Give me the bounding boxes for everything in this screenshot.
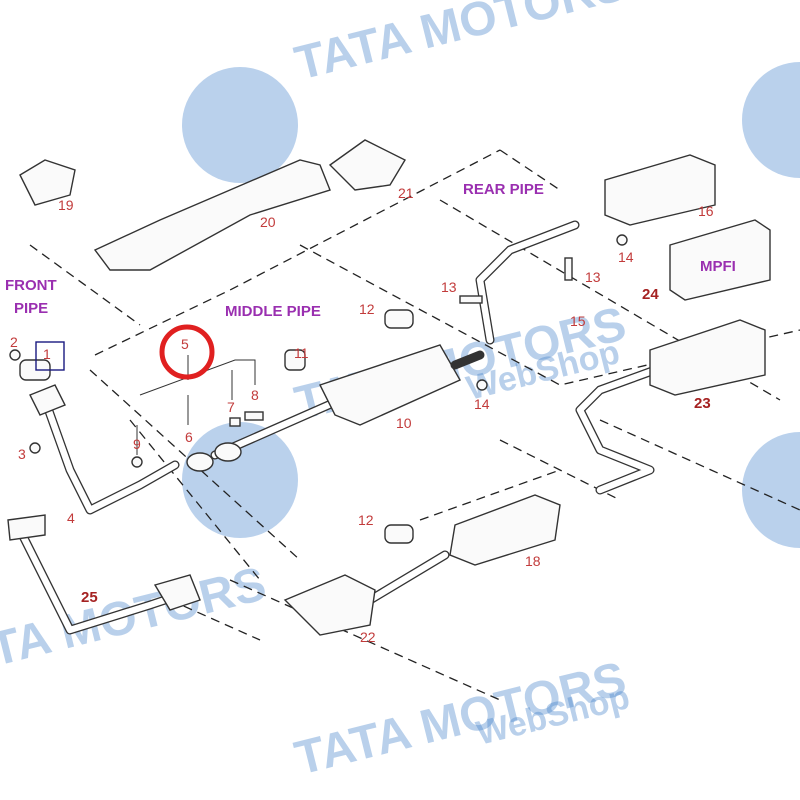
part-label: 12	[359, 301, 375, 317]
part-label: 15	[570, 313, 586, 329]
converter-22	[283, 550, 450, 636]
spring-7	[229, 417, 241, 427]
watermark-brand: TATA MOTORS	[290, 0, 631, 91]
tata-logo-icon	[182, 67, 298, 183]
hanger-11	[284, 349, 306, 371]
part-label: 25	[81, 589, 98, 606]
label-front-pipe: PIPE	[14, 300, 48, 317]
part-label: 18	[525, 553, 541, 569]
gasket-12	[384, 309, 414, 329]
part-label: 6	[185, 429, 193, 445]
rear-pipe-23	[575, 319, 766, 495]
tata-logo-icon	[182, 422, 298, 538]
highlight-box	[35, 341, 65, 371]
part-label: 23	[694, 395, 711, 412]
part-label: 2	[10, 334, 18, 350]
muffler-24	[669, 219, 771, 301]
part-label: 24	[642, 286, 659, 303]
nut-3	[29, 442, 41, 454]
part-label: 1	[43, 346, 51, 362]
label-front-pipe: FRONT	[5, 277, 57, 294]
label-rear-pipe: REAR PIPE	[463, 181, 544, 198]
bolt-8	[244, 411, 264, 421]
part-label: 22	[360, 629, 376, 645]
part-label: 19	[58, 197, 74, 213]
tata-logo-icon	[742, 62, 800, 178]
part-label: 12	[358, 512, 374, 528]
part-label: 5	[181, 336, 189, 352]
label-middle-pipe: MIDDLE PIPE	[225, 303, 321, 320]
part-label: 11	[294, 345, 309, 361]
stud-2	[9, 349, 21, 361]
part-numbers: 19 20 21 16 14 13 13 24 15 12 2 1 5 11 8…	[10, 185, 714, 645]
heat-shield-21	[328, 139, 406, 191]
muffler-16	[604, 154, 716, 226]
rear-pipe-15	[475, 220, 580, 345]
heat-shield-19	[19, 159, 76, 206]
part-label: 3	[18, 446, 26, 462]
part-label: 14	[618, 249, 634, 265]
label-mpfi: MPFI	[700, 258, 736, 275]
front-pipe-4	[29, 384, 180, 515]
middle-pipe-10	[186, 344, 485, 472]
nut-14	[616, 234, 628, 246]
part-label: 13	[441, 279, 457, 295]
part-label: 21	[398, 185, 414, 201]
bolt-13	[564, 257, 573, 281]
part-label: 14	[474, 396, 490, 412]
heat-shield-20	[93, 159, 331, 271]
part-label: 9	[133, 436, 141, 452]
nut-9	[131, 456, 143, 468]
part-label: 16	[698, 203, 714, 219]
part-label: 13	[585, 269, 601, 285]
part-label: 20	[260, 214, 276, 230]
front-pipe-25	[7, 514, 201, 635]
tata-logo-icon	[742, 432, 800, 548]
part-label: 4	[67, 510, 75, 526]
catalytic-converter-18	[449, 494, 561, 566]
highlight-circle	[159, 324, 215, 380]
nut-14	[476, 379, 488, 391]
gasket-12	[384, 524, 414, 544]
bolt-13	[459, 295, 483, 304]
part-label: 7	[227, 399, 235, 415]
part-label: 8	[251, 387, 259, 403]
part-label: 10	[396, 415, 412, 431]
